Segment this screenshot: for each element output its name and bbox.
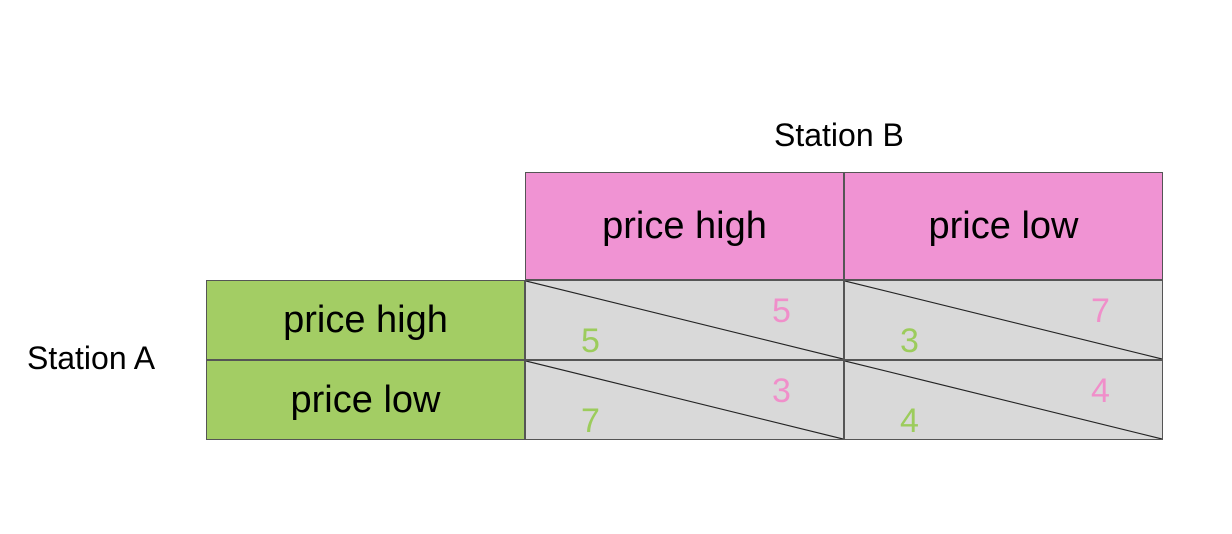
payoff-station-a: 7: [581, 402, 600, 440]
payoff-station-a: 5: [581, 322, 600, 360]
cell-diagonal: [845, 281, 1162, 359]
row-player-label: Station A: [27, 340, 156, 376]
payoff-station-a: 3: [900, 322, 919, 360]
payoff-cell-high-high: 5 5: [525, 280, 844, 360]
payoff-station-a: 4: [900, 402, 919, 440]
column-header-price-low: price low: [844, 172, 1163, 280]
row-header-price-high: price high: [206, 280, 525, 360]
payoff-cell-high-low: 7 3: [844, 280, 1163, 360]
payoff-grid: 5 5 7 3 3 7 4 4: [525, 280, 1163, 440]
column-header-price-high: price high: [525, 172, 844, 280]
cell-diagonal: [845, 361, 1162, 439]
cell-diagonal: [526, 281, 843, 359]
payoff-cell-low-high: 3 7: [525, 360, 844, 440]
cell-diagonal: [526, 361, 843, 439]
payoff-station-b: 7: [1091, 292, 1110, 330]
payoff-station-b: 4: [1091, 372, 1110, 410]
payoff-station-b: 3: [772, 372, 791, 410]
payoff-station-b: 5: [772, 292, 791, 330]
column-player-label: Station B: [774, 117, 904, 153]
row-header-price-low: price low: [206, 360, 525, 440]
payoff-cell-low-low: 4 4: [844, 360, 1163, 440]
